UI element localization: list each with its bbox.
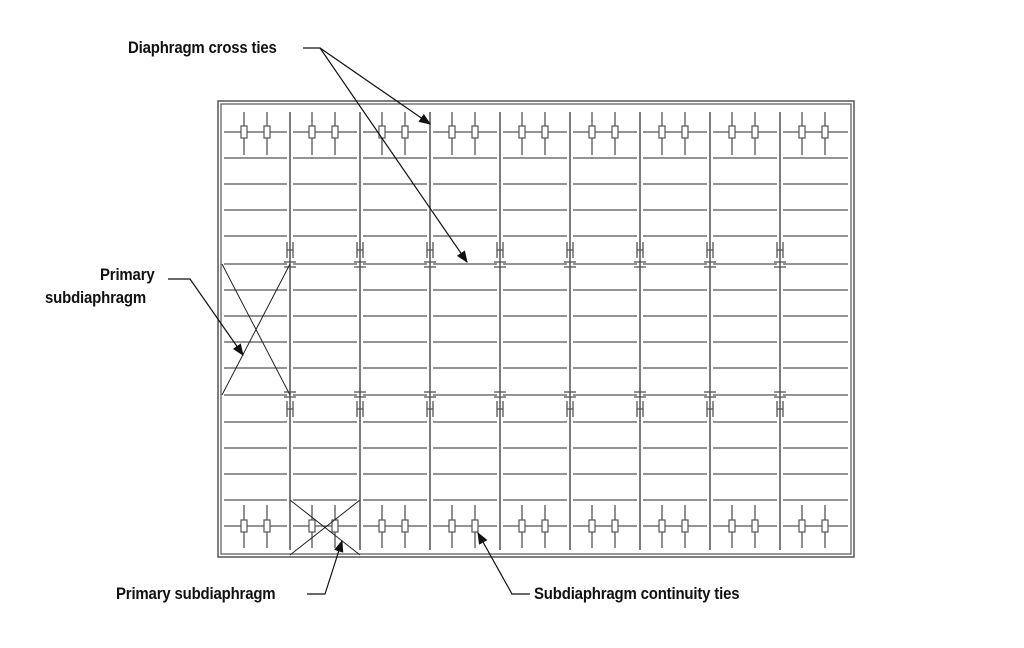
label-subdiaphragm-continuity-ties: Subdiaphragm continuity ties — [534, 584, 740, 603]
continuity-tie-hardware — [658, 519, 666, 533]
continuity-tie-hardware — [401, 519, 409, 533]
leader-arrow-primary-subdiaphragm-bottom — [307, 539, 344, 595]
continuity-tie-hardware — [541, 125, 549, 139]
leader-arrow-primary-subdiaphragm-left — [168, 278, 244, 356]
continuity-tie-hardware — [821, 519, 829, 533]
label-primary-subdiaphragm-bottom: Primary subdiaphragm — [116, 584, 276, 603]
continuity-tie-hardware — [263, 125, 271, 139]
leader-arrow-continuity-ties — [477, 531, 530, 595]
continuity-tie-hardware — [331, 125, 339, 139]
continuity-tie-hardware — [658, 125, 666, 139]
label-primary-subdiaphragm-left-2: subdiaphragm — [45, 288, 146, 307]
outer-border — [217, 100, 855, 558]
leader-arrow-cross-ties-1 — [303, 47, 431, 125]
continuity-tie-hardware — [588, 519, 596, 533]
continuity-tie-hardware — [401, 125, 409, 139]
continuity-tie-hardware — [751, 519, 759, 533]
continuity-tie-hardware — [611, 125, 619, 139]
continuity-tie-hardware — [378, 519, 386, 533]
continuity-tie-hardware — [308, 125, 316, 139]
continuity-tie-hardware — [588, 125, 596, 139]
subdiaphragm-diagonal — [289, 499, 361, 556]
continuity-tie-hardware — [681, 519, 689, 533]
continuity-tie-hardware — [728, 125, 736, 139]
continuity-tie-hardware — [471, 519, 479, 533]
continuity-tie-hardware — [751, 125, 759, 139]
continuity-tie-hardware — [798, 125, 806, 139]
continuity-tie-hardware — [821, 125, 829, 139]
continuity-tie-hardware — [518, 519, 526, 533]
continuity-tie-hardware — [240, 519, 248, 533]
continuity-tie-hardware — [263, 519, 271, 533]
continuity-tie-hardware — [308, 519, 316, 533]
continuity-tie-hardware — [518, 125, 526, 139]
label-diaphragm-cross-ties: Diaphragm cross ties — [128, 38, 277, 57]
continuity-tie-hardware — [448, 125, 456, 139]
continuity-tie-hardware — [240, 125, 248, 139]
leader-arrow-cross-ties-2 — [319, 47, 468, 263]
continuity-tie-hardware — [471, 125, 479, 139]
inner-border — [220, 103, 852, 555]
continuity-tie-hardware — [448, 519, 456, 533]
subdiaphragm-diagonal — [221, 263, 291, 396]
continuity-tie-hardware — [681, 125, 689, 139]
continuity-tie-hardware — [541, 519, 549, 533]
continuity-tie-hardware — [798, 519, 806, 533]
continuity-tie-hardware — [611, 519, 619, 533]
label-primary-subdiaphragm-left-1: Primary — [100, 265, 155, 284]
continuity-tie-hardware — [728, 519, 736, 533]
